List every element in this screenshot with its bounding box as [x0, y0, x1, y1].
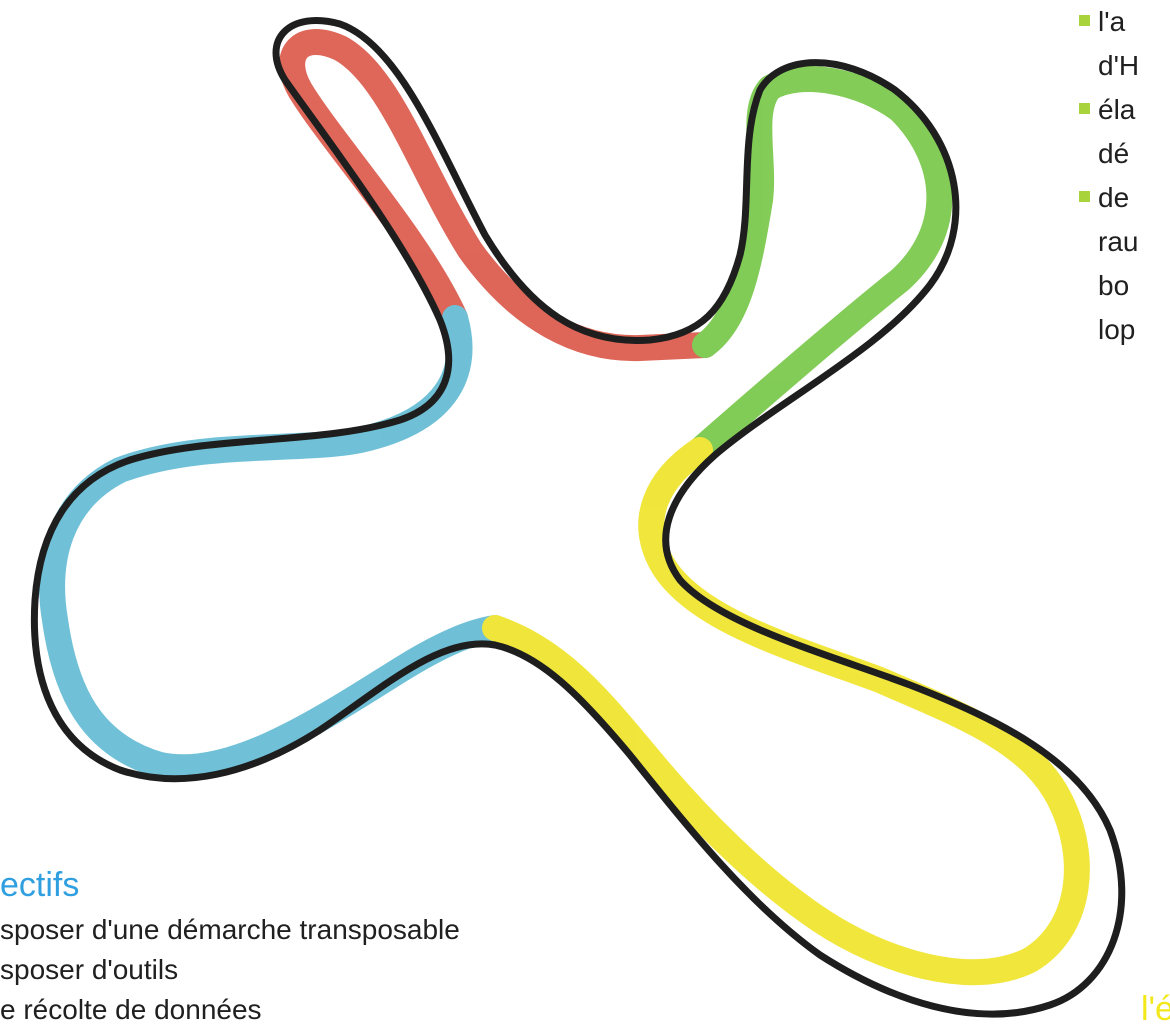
bullet-line: lop — [1098, 308, 1139, 352]
bullet-line: bo — [1098, 264, 1139, 308]
flower-outline — [34, 21, 1121, 1015]
bullet-line: d'H — [1098, 44, 1139, 88]
bullet-square-icon — [1079, 15, 1090, 26]
right-bullet-list: l'a d'H éla dé de rau bo lop — [1098, 0, 1139, 352]
objectives-list: sposer d'une démarche transposable spose… — [0, 910, 460, 1030]
bullet-square-icon — [1079, 103, 1090, 114]
bullet-line: dé — [1098, 132, 1139, 176]
blue-petal-stroke — [52, 318, 495, 767]
corner-text: l'é — [1141, 990, 1170, 1029]
objective-item: sposer d'outils — [0, 950, 460, 990]
bullet-square-icon — [1079, 191, 1090, 202]
yellow-petal-stroke — [495, 450, 1077, 972]
bullet-line: de — [1098, 176, 1139, 220]
right-bullet-item: l'a d'H — [1098, 0, 1139, 88]
right-bullet-item: éla dé — [1098, 88, 1139, 176]
objective-item: sposer d'une démarche transposable — [0, 910, 460, 950]
objective-item: e récolte de données — [0, 990, 460, 1030]
bullet-line: l'a — [1098, 0, 1139, 44]
bullet-line: éla — [1098, 88, 1139, 132]
objectives-title: ectifs — [0, 866, 79, 905]
bullet-line: rau — [1098, 220, 1139, 264]
right-bullet-item: de rau bo lop — [1098, 176, 1139, 352]
red-petal-stroke — [292, 42, 705, 348]
